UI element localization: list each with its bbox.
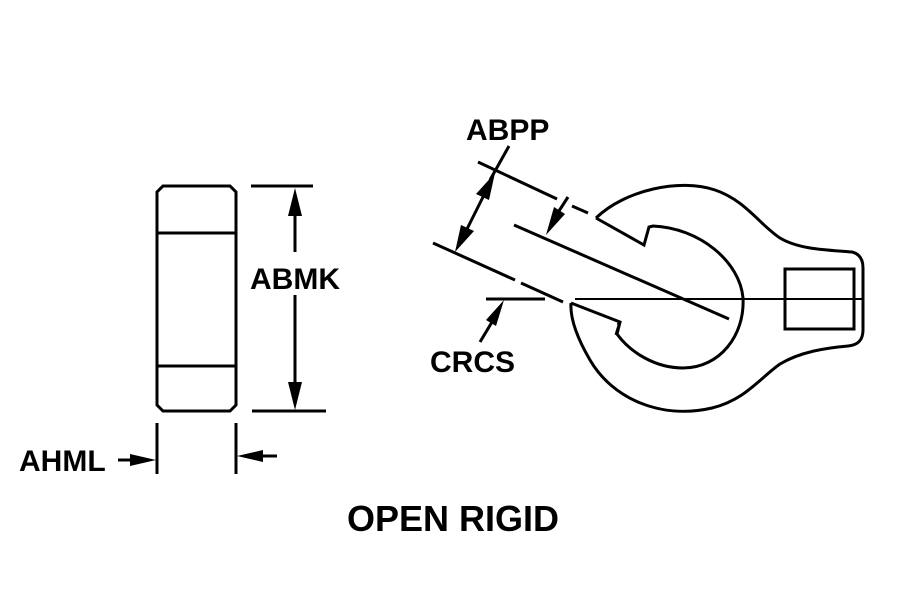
abmk-dimension — [251, 184, 326, 413]
crcs-leader — [478, 321, 494, 343]
ahml-dimension — [118, 423, 277, 474]
wrench-head-outline — [569, 183, 865, 413]
ahml-arrowhead-right — [130, 454, 156, 466]
crcs-label: CRCS — [430, 346, 515, 379]
abpp-arrowhead-down — [455, 225, 474, 252]
abmk-arrowhead-up — [288, 188, 302, 216]
abpp-arrowhead-up — [476, 173, 495, 200]
abpp-inner-arrowhead — [546, 207, 565, 235]
crcs-arrowhead — [486, 300, 504, 326]
abpp-leader — [488, 145, 511, 181]
side-view: ABMK AHML — [19, 184, 340, 478]
wrench-jaw-opening-upper — [595, 216, 745, 370]
abpp-dimension — [432, 145, 589, 304]
abmk-arrowhead-down — [288, 382, 302, 410]
side-view-body-outline — [155, 184, 238, 413]
diagram-title: OPEN RIGID — [347, 498, 559, 539]
abpp-label: ABPP — [466, 114, 549, 147]
abpp-extension-line-upper — [477, 160, 558, 201]
abmk-label: ABMK — [250, 263, 340, 296]
ahml-arrowhead-left — [237, 450, 263, 462]
wrench-jaw-opening-lower — [570, 301, 622, 336]
abpp-extension-line-lower — [432, 241, 516, 282]
crcs-dimension — [478, 297, 545, 343]
top-view: ABPP CRCS — [430, 114, 865, 413]
ahml-label: AHML — [19, 445, 106, 478]
abpp-extension-line-upper-dash — [571, 204, 589, 215]
jaw-angle-line — [513, 223, 730, 321]
abpp-extension-line-lower-dash — [520, 281, 564, 304]
